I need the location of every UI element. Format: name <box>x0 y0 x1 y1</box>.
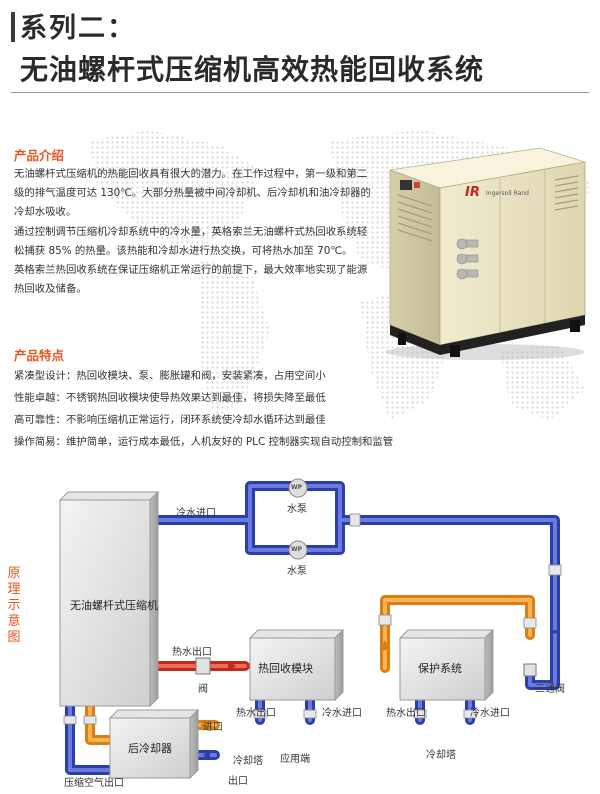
diagram-title: 原 理 示 意 图 <box>7 566 21 645</box>
intro-text: 无油螺杆式压缩机的热能回收具有很大的潜力。在工作过程中，第一级和第二级的排气温度… <box>14 165 372 299</box>
cold-in-label-2: 冷水进口 <box>470 708 510 719</box>
intro-paragraph-1: 无油螺杆式压缩机的热能回收具有很大的潜力。在工作过程中，第一级和第二级的排气温度… <box>14 168 371 219</box>
outlet-label: 出口 <box>228 776 248 787</box>
intro-heading: 产品介绍 <box>14 148 65 163</box>
pump-icon <box>288 478 308 560</box>
hot-water-outlet-label: 热水出口 <box>172 647 212 658</box>
inlet-label: 进口 <box>203 722 223 733</box>
cold-water-inlet-label: 冷水进口 <box>176 508 216 519</box>
aftercooler-label: 后冷却器 <box>128 742 172 755</box>
intro-paragraph-2: 通过控制调节压缩机冷却系统中的冷水量，英格索兰无油螺杆式热回收系统轻松捕获 85… <box>14 225 368 257</box>
compressor-machine-illustration <box>385 147 586 360</box>
series-title: 系列二： <box>20 13 136 44</box>
hot-out-label-2: 热水出口 <box>386 708 426 719</box>
consumer-label: 应用端 <box>280 754 310 765</box>
ir-logo: IR <box>465 185 480 200</box>
features-heading: 产品特点 <box>14 348 65 363</box>
protection-system-label: 保护系统 <box>418 662 462 675</box>
cooling-tower-label-1: 冷却塔 <box>233 756 263 767</box>
three-way-valve-label: 三通阀 <box>535 684 565 695</box>
intro-paragraph-3: 英格索兰热回收系统在保证压缩机正常运行的前提下，最大效率地实现了能源热回收及储备… <box>14 264 368 296</box>
pump-badge-2: WP <box>291 546 303 553</box>
feature-item: 性能卓越：不锈钢热回收模块使导热效果达到最佳，将损失降至最低 <box>14 392 326 404</box>
compressed-air-outlet-label: 压缩空气出口 <box>64 778 124 789</box>
heat-recovery-diagram <box>58 478 562 780</box>
feature-item: 高可靠性：不影响压缩机正常运行，闭环系统使冷却水循环达到最佳 <box>14 414 326 426</box>
heat-module-label: 热回收模块 <box>258 662 313 675</box>
pump-label-2: 水泵 <box>287 566 307 577</box>
compressor-label: 无油螺杆式压缩机 <box>70 599 158 612</box>
brand-name: Ingersoll Rand <box>486 190 529 197</box>
hot-out-label-1: 热水出口 <box>236 708 276 719</box>
cold-in-label-1: 冷水进口 <box>322 708 362 719</box>
pump-label-1: 水泵 <box>287 504 307 515</box>
page-title: 无油螺杆式压缩机高效热能回收系统 <box>20 53 485 86</box>
feature-item: 操作简易：维护简单，运行成本最低，人机友好的 PLC 控制器实现自动控制和监管 <box>14 436 394 448</box>
header-divider <box>11 92 589 93</box>
header-accent-bar <box>11 12 15 42</box>
valve-label: 阀 <box>198 684 208 695</box>
features-list: 紧凑型设计：热回收模块、泵、膨胀罐和阀，安装紧凑，占用空间小 性能卓越：不锈钢热… <box>14 365 574 453</box>
cooling-tower-label-2: 冷却塔 <box>426 750 456 761</box>
pump-badge-1: WP <box>291 484 303 491</box>
feature-item: 紧凑型设计：热回收模块、泵、膨胀罐和阀，安装紧凑，占用空间小 <box>14 370 326 382</box>
